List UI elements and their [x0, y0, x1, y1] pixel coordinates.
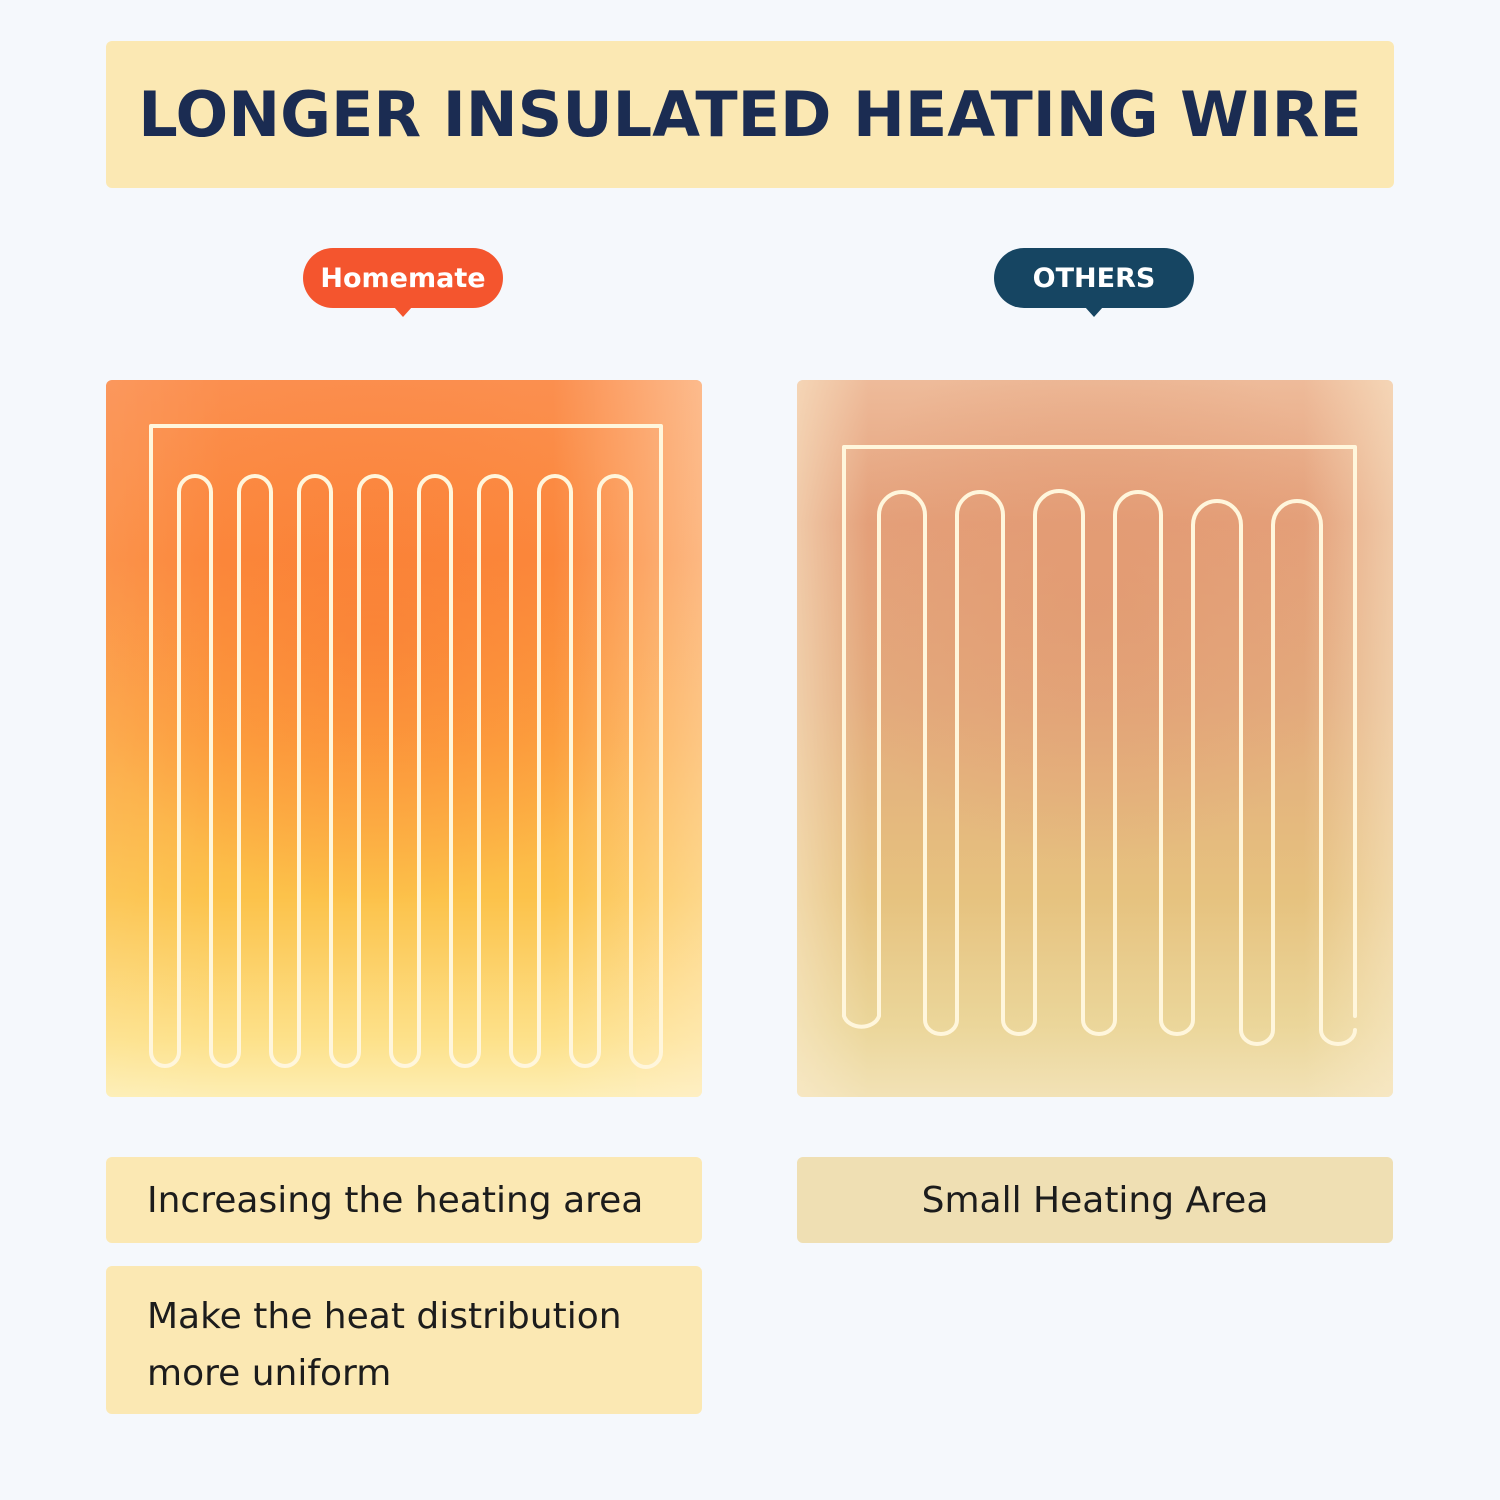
benefit-text: Increasing the heating area	[147, 1179, 644, 1221]
others-badge-label: OTHERS	[1032, 262, 1156, 294]
homemate-badge: Homemate	[303, 248, 503, 308]
homemate-benefit-uniform-heat: Make the heat distribution more uniform	[106, 1266, 702, 1414]
title-banner: LONGER INSULATED HEATING WIRE	[106, 41, 1394, 188]
benefit-text-line2: more uniform	[147, 1353, 392, 1394]
heating-wire-icon	[149, 424, 663, 1069]
drawback-text: Small Heating Area	[921, 1179, 1269, 1221]
others-drawback-small-area: Small Heating Area	[797, 1157, 1393, 1243]
page-title: LONGER INSULATED HEATING WIRE	[138, 78, 1362, 151]
heating-wire-icon	[842, 445, 1357, 1046]
others-heating-pad-illustration	[797, 380, 1393, 1097]
others-badge: OTHERS	[994, 248, 1194, 308]
homemate-heating-pad-illustration	[106, 380, 702, 1097]
benefit-text-line1: Make the heat distribution	[147, 1296, 622, 1337]
homemate-badge-label: Homemate	[320, 262, 486, 294]
homemate-benefit-heating-area: Increasing the heating area	[106, 1157, 702, 1243]
